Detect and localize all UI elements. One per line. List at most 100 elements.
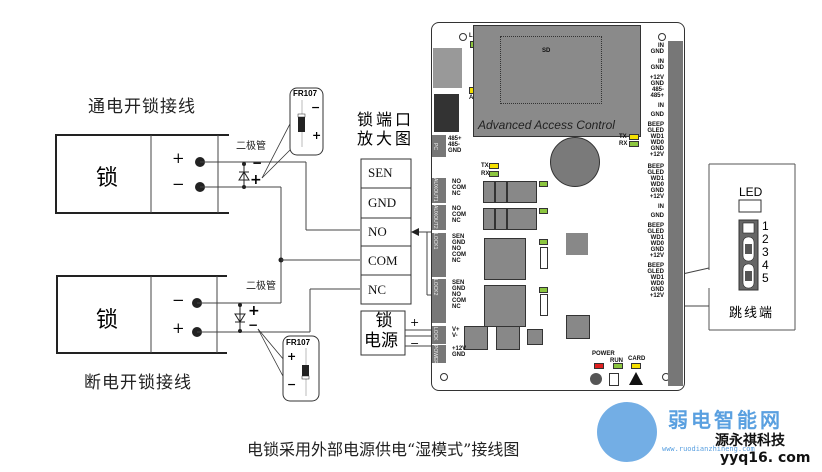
bottom-diode-plus: + xyxy=(248,303,260,319)
terminal-com[interactable]: COM xyxy=(452,298,466,304)
group-pc: PC xyxy=(432,135,446,157)
reader2-gnd[interactable]: GND xyxy=(650,188,664,194)
watermark-url1: www.ruodianzhineng.com xyxy=(662,445,755,453)
terminal-sen[interactable]: SEN xyxy=(452,234,465,240)
ext-485n[interactable]: 485- xyxy=(651,87,664,93)
terminal-485p[interactable]: 485+ xyxy=(448,136,462,142)
terminal-no[interactable]: NO xyxy=(452,246,461,252)
tx-led-left xyxy=(489,163,499,169)
reader3-12v[interactable]: +12V xyxy=(649,253,664,259)
reader3-gnd[interactable]: GND xyxy=(650,247,664,253)
aux1-in[interactable]: IN xyxy=(658,43,664,49)
component xyxy=(527,329,543,345)
reader1-wd0[interactable]: WD0 xyxy=(650,140,664,146)
reader2-wd1[interactable]: WD1 xyxy=(650,176,664,182)
reader2-12v[interactable]: +12V xyxy=(649,194,664,200)
terminal-no[interactable]: NO xyxy=(452,179,461,185)
jumper-pin-2[interactable]: 2 xyxy=(762,232,769,246)
terminal-nc[interactable]: NC xyxy=(452,191,461,197)
terminal-no[interactable]: NO xyxy=(452,292,461,298)
reader1-beep[interactable]: BEEP xyxy=(647,122,664,128)
dip-switch[interactable] xyxy=(434,94,459,132)
reader3-wd1[interactable]: WD1 xyxy=(650,235,664,241)
reader2-beep[interactable]: BEEP xyxy=(647,164,664,170)
terminal-gnd[interactable]: GND xyxy=(452,352,466,358)
run-led xyxy=(613,363,623,369)
ext-12v[interactable]: +12V xyxy=(649,75,664,81)
watermark-line1: 弱电智能网 xyxy=(668,408,783,432)
sd-card-module: SD Advanced Access Control xyxy=(473,25,641,137)
aux1-gnd[interactable]: GND xyxy=(650,49,664,55)
jumper-pin-1[interactable]: 1 xyxy=(762,219,769,233)
reader4-12v[interactable]: +12V xyxy=(649,293,664,299)
mount-hole xyxy=(658,33,666,41)
lock-power-line1: 锁 xyxy=(375,311,393,331)
ext-485p[interactable]: 485+ xyxy=(650,93,664,99)
port-sen: SEN xyxy=(368,165,393,180)
relay-aux2 xyxy=(507,208,537,230)
group-power-terminals: +12V GND xyxy=(452,346,466,358)
terminal-com[interactable]: COM xyxy=(452,252,466,258)
terminal-vminus[interactable]: V- xyxy=(452,333,458,339)
button1-in[interactable]: IN xyxy=(658,103,664,109)
reader4-gled[interactable]: GLED xyxy=(647,269,664,275)
ethernet-port[interactable] xyxy=(433,48,462,88)
terminal-12v[interactable]: +12V xyxy=(452,346,467,352)
reader3-wd0[interactable]: WD0 xyxy=(650,241,664,247)
terminal-gnd[interactable]: GND xyxy=(448,148,462,154)
aux2-gnd[interactable]: GND xyxy=(650,65,664,71)
terminal-nc[interactable]: NC xyxy=(452,258,461,264)
bottom-fr107-label: FR107 xyxy=(286,338,311,347)
ext-gnd[interactable]: GND xyxy=(650,81,664,87)
jumper-pin-5[interactable]: 5 xyxy=(762,271,769,285)
reader1-wd1[interactable]: WD1 xyxy=(650,134,664,140)
top-lock-label: 锁 xyxy=(96,166,119,191)
terminal-gnd[interactable]: GND xyxy=(452,286,466,292)
reader1-12v[interactable]: +12V xyxy=(649,152,664,158)
terminal-nc[interactable]: NC xyxy=(452,218,461,224)
terminal-no[interactable]: NO xyxy=(452,206,461,212)
group-pc-terminals: 485+ 485- GND xyxy=(448,136,462,154)
reader4-gnd[interactable]: GND xyxy=(650,287,664,293)
terminal-com[interactable]: COM xyxy=(452,212,466,218)
sd-card-slot[interactable] xyxy=(500,36,602,104)
watermark-logo-icon xyxy=(597,402,657,462)
reader3-beep[interactable]: BEEP xyxy=(647,223,664,229)
lock-power-minus: − xyxy=(410,337,420,350)
aux2-in[interactable]: IN xyxy=(658,59,664,65)
terminal-nc[interactable]: NC xyxy=(452,304,461,310)
power-led-label: POWER xyxy=(592,351,615,357)
card-led-label: CARD xyxy=(628,356,646,362)
pb-free-icon xyxy=(590,373,602,385)
reader4-wd0[interactable]: WD0 xyxy=(650,281,664,287)
diagram-caption: 电锁采用外部电源供电“湿模式”接线图 xyxy=(247,440,520,459)
reader4-wd1[interactable]: WD1 xyxy=(650,275,664,281)
button1-gnd[interactable]: GND xyxy=(650,112,664,118)
reader3-gled[interactable]: GLED xyxy=(647,229,664,235)
button2-in[interactable]: IN xyxy=(658,204,664,210)
run-led-label: RUN xyxy=(610,358,623,364)
component xyxy=(495,208,507,230)
reader2-wd0[interactable]: WD0 xyxy=(650,182,664,188)
top-section-title: 通电开锁接线 xyxy=(88,97,196,117)
bottom-plus-sign: + xyxy=(172,319,185,337)
terminal-vplus[interactable]: V+ xyxy=(452,327,460,333)
terminal-gnd[interactable]: GND xyxy=(452,240,466,246)
esd-warning-icon xyxy=(629,372,643,385)
reader1-gled[interactable]: GLED xyxy=(647,128,664,134)
led-green xyxy=(539,287,548,293)
lock2-jumper[interactable] xyxy=(540,294,548,316)
terminal-sen[interactable]: SEN xyxy=(452,280,465,286)
reader1-gnd[interactable]: GND xyxy=(650,146,664,152)
tx-label-right: TX xyxy=(619,134,627,140)
jumper-pin-3[interactable]: 3 xyxy=(762,245,769,259)
relay-aux1 xyxy=(507,181,537,203)
jumper-pin-4[interactable]: 4 xyxy=(762,258,769,272)
reader2-gled[interactable]: GLED xyxy=(647,170,664,176)
button2-gnd[interactable]: GND xyxy=(650,213,664,219)
terminal-com[interactable]: COM xyxy=(452,185,466,191)
lock1-jumper[interactable] xyxy=(540,247,548,269)
reader4-beep[interactable]: BEEP xyxy=(647,263,664,269)
terminal-485n[interactable]: 485- xyxy=(448,142,461,148)
